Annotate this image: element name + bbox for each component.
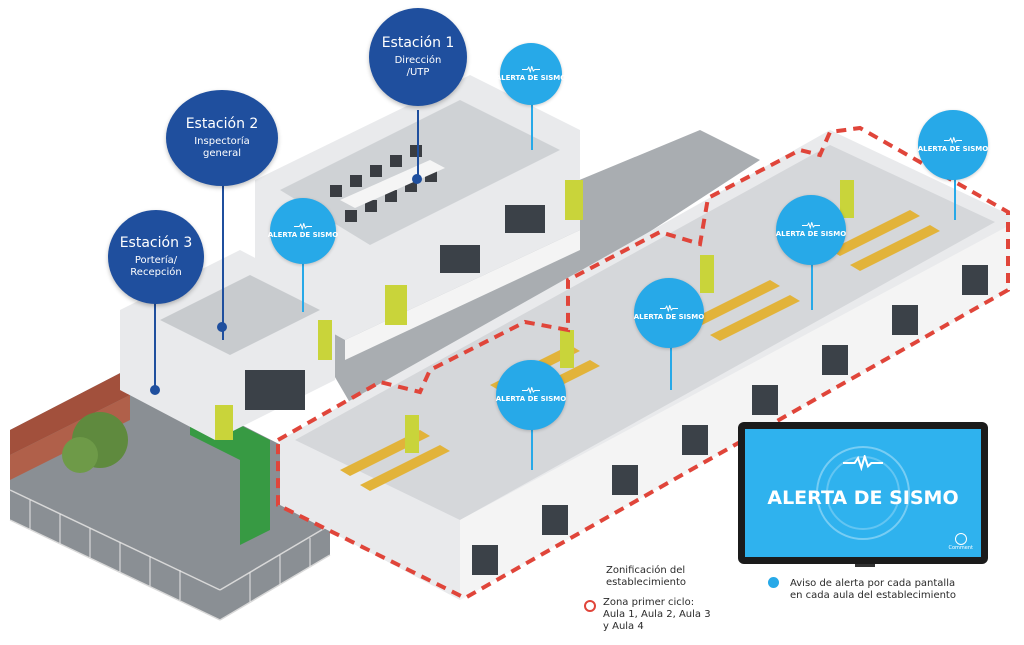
- alert-pin: [670, 345, 672, 390]
- alert-marker: ALERTA DE SISMO: [496, 360, 566, 430]
- alert-marker-label: ALERTA DE SISMO: [775, 230, 847, 238]
- screen-brand: Comment: [948, 545, 974, 551]
- heartbeat-icon: [522, 387, 540, 394]
- heartbeat-icon: [294, 223, 312, 230]
- station-2-pin: [222, 185, 224, 340]
- station-2-dot: [217, 322, 227, 332]
- alert-marker-label: ALERTA DE SISMO: [633, 313, 705, 321]
- station-1-pin: [417, 110, 419, 180]
- station-3-subtitle: Portería/ Recepción: [130, 255, 182, 278]
- heartbeat-icon: [660, 305, 678, 312]
- screen-stand: [855, 564, 875, 567]
- alert-marker-label: ALERTA DE SISMO: [495, 395, 567, 403]
- alert-marker-label: ALERTA DE SISMO: [917, 145, 989, 153]
- station-1-subtitle: Dirección /UTP: [394, 55, 442, 78]
- zone-boundary: [276, 125, 1010, 601]
- station-2-title: Estación 2: [185, 116, 259, 132]
- station-3-pin: [154, 300, 156, 390]
- admin-block: [255, 75, 583, 360]
- alert-legend-icon: [768, 577, 779, 588]
- alert-pin: [954, 170, 956, 220]
- alert-marker: ALERTA DE SISMO: [918, 110, 988, 180]
- station-3-title: Estación 3: [119, 235, 193, 251]
- alert-marker: ALERTA DE SISMO: [496, 43, 566, 105]
- heartbeat-icon: [802, 222, 820, 229]
- zone-legend-icon: [584, 600, 596, 612]
- heartbeat-icon: [944, 137, 962, 144]
- station-2-marker: Estación 2 Inspectoría general: [166, 90, 278, 186]
- station-1-dot: [412, 174, 422, 184]
- legend-zone-label: Zona primer ciclo: Aula 1, Aula 2, Aula …: [603, 597, 711, 632]
- alert-marker-label: ALERTA DE SISMO: [267, 231, 339, 239]
- alert-marker-label: ALERTA DE SISMO: [495, 74, 567, 82]
- heartbeat-icon: [843, 455, 883, 471]
- station-3-marker: Estación 3 Portería/ Recepción: [108, 210, 204, 304]
- alert-pin: [811, 260, 813, 310]
- legend-alert-notice: Aviso de alerta por cada pantalla en cad…: [790, 578, 956, 601]
- alert-screen-title: ALERTA DE SISMO: [767, 487, 959, 509]
- alert-screen: ALERTA DE SISMO Comment: [738, 422, 988, 564]
- screen-ring: [816, 446, 910, 540]
- alert-marker: ALERTA DE SISMO: [776, 195, 846, 265]
- alert-marker: ALERTA DE SISMO: [267, 198, 339, 264]
- station-1-marker: Estación 1 Dirección /UTP: [369, 8, 467, 106]
- station-1-title: Estación 1: [381, 35, 455, 51]
- screen-brand-logo: Comment: [948, 533, 974, 551]
- alert-marker: ALERTA DE SISMO: [634, 278, 704, 348]
- legend-zoning-title: Zonificación del establecimiento: [606, 565, 687, 588]
- alert-pin: [302, 262, 304, 312]
- alert-pin: [531, 425, 533, 470]
- station-2-subtitle: Inspectoría general: [194, 136, 250, 159]
- alert-screen-display: ALERTA DE SISMO Comment: [745, 429, 981, 557]
- station-3-dot: [150, 385, 160, 395]
- heartbeat-icon: [522, 66, 540, 73]
- alert-pin: [531, 100, 533, 150]
